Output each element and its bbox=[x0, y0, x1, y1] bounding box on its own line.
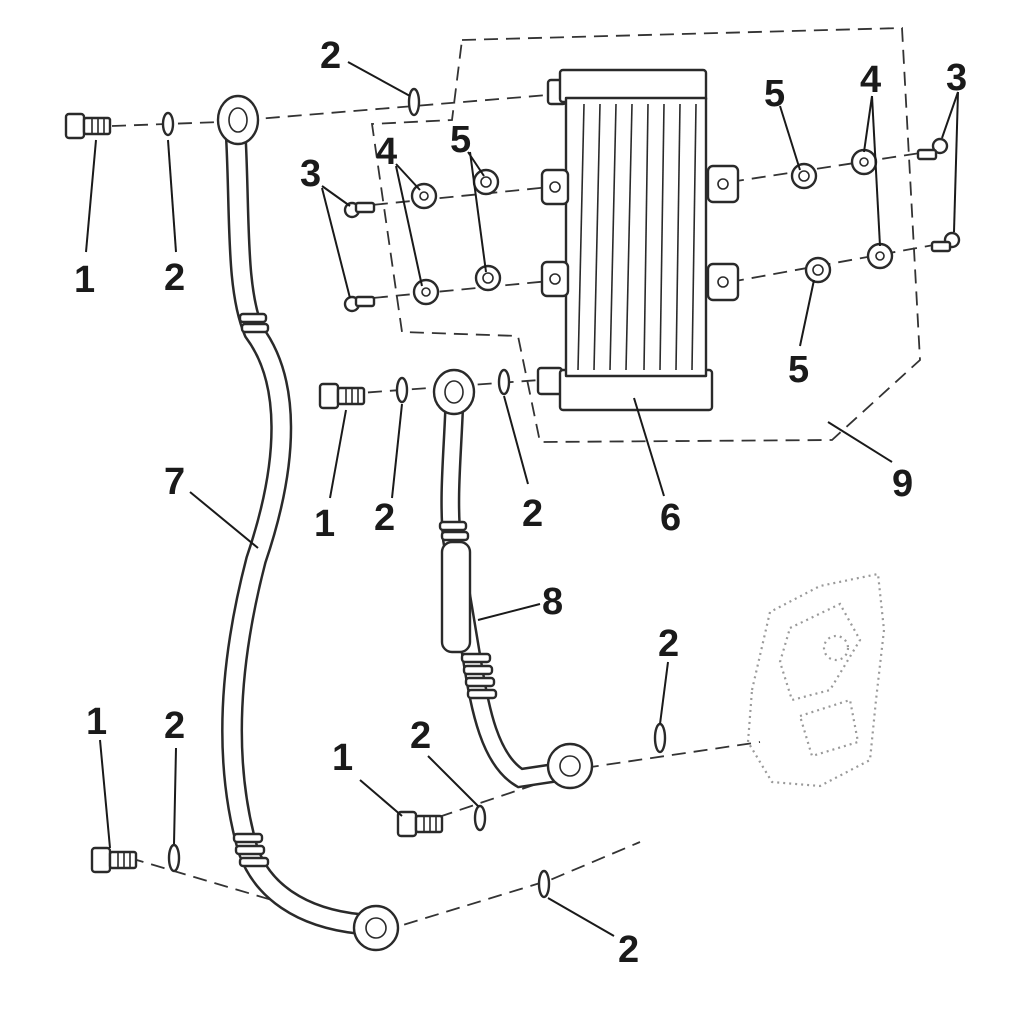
callout-2: 2 bbox=[522, 493, 543, 535]
callout-3: 3 bbox=[300, 153, 321, 195]
callout-2: 2 bbox=[374, 497, 395, 539]
callout-8: 8 bbox=[542, 581, 563, 623]
callout-1: 1 bbox=[314, 503, 335, 545]
cooler-assembly-outline bbox=[370, 27, 921, 443]
banjo-bolt-2 bbox=[318, 382, 366, 410]
callout-2: 2 bbox=[164, 257, 185, 299]
oil-cooler-radiator bbox=[536, 68, 740, 412]
engine-case-outline bbox=[746, 572, 886, 788]
callout-2: 2 bbox=[320, 35, 341, 77]
callout-1: 1 bbox=[332, 737, 353, 779]
banjo-bolt-1 bbox=[64, 112, 112, 140]
callout-3: 3 bbox=[946, 57, 967, 99]
rubber-grommets bbox=[472, 162, 832, 292]
callout-2: 2 bbox=[410, 715, 431, 757]
oil-hose-lower bbox=[432, 368, 594, 790]
callout-5: 5 bbox=[764, 73, 785, 115]
callout-4: 4 bbox=[376, 131, 397, 173]
banjo-bolt-4 bbox=[396, 810, 444, 838]
callout-1: 1 bbox=[86, 701, 107, 743]
banjo-bolt-3 bbox=[90, 846, 138, 874]
callout-2: 2 bbox=[658, 623, 679, 665]
callout-5: 5 bbox=[450, 119, 471, 161]
oil-hose-upper bbox=[216, 94, 400, 952]
callout-9: 9 bbox=[892, 463, 913, 505]
callout-5: 5 bbox=[788, 349, 809, 391]
sealing-washers bbox=[161, 87, 667, 899]
mounting-screws bbox=[343, 137, 961, 313]
callout-2: 2 bbox=[618, 929, 639, 971]
callout-7: 7 bbox=[164, 461, 185, 503]
callout-6: 6 bbox=[660, 497, 681, 539]
leader-lines bbox=[85, 61, 959, 937]
callout-2: 2 bbox=[164, 705, 185, 747]
callout-1: 1 bbox=[74, 259, 95, 301]
flat-washers bbox=[410, 148, 894, 306]
callout-labels: 1 2 2 3 4 5 5 4 3 5 9 6 1 2 2 7 8 2 1 2 … bbox=[74, 35, 967, 971]
callout-4: 4 bbox=[860, 59, 881, 101]
